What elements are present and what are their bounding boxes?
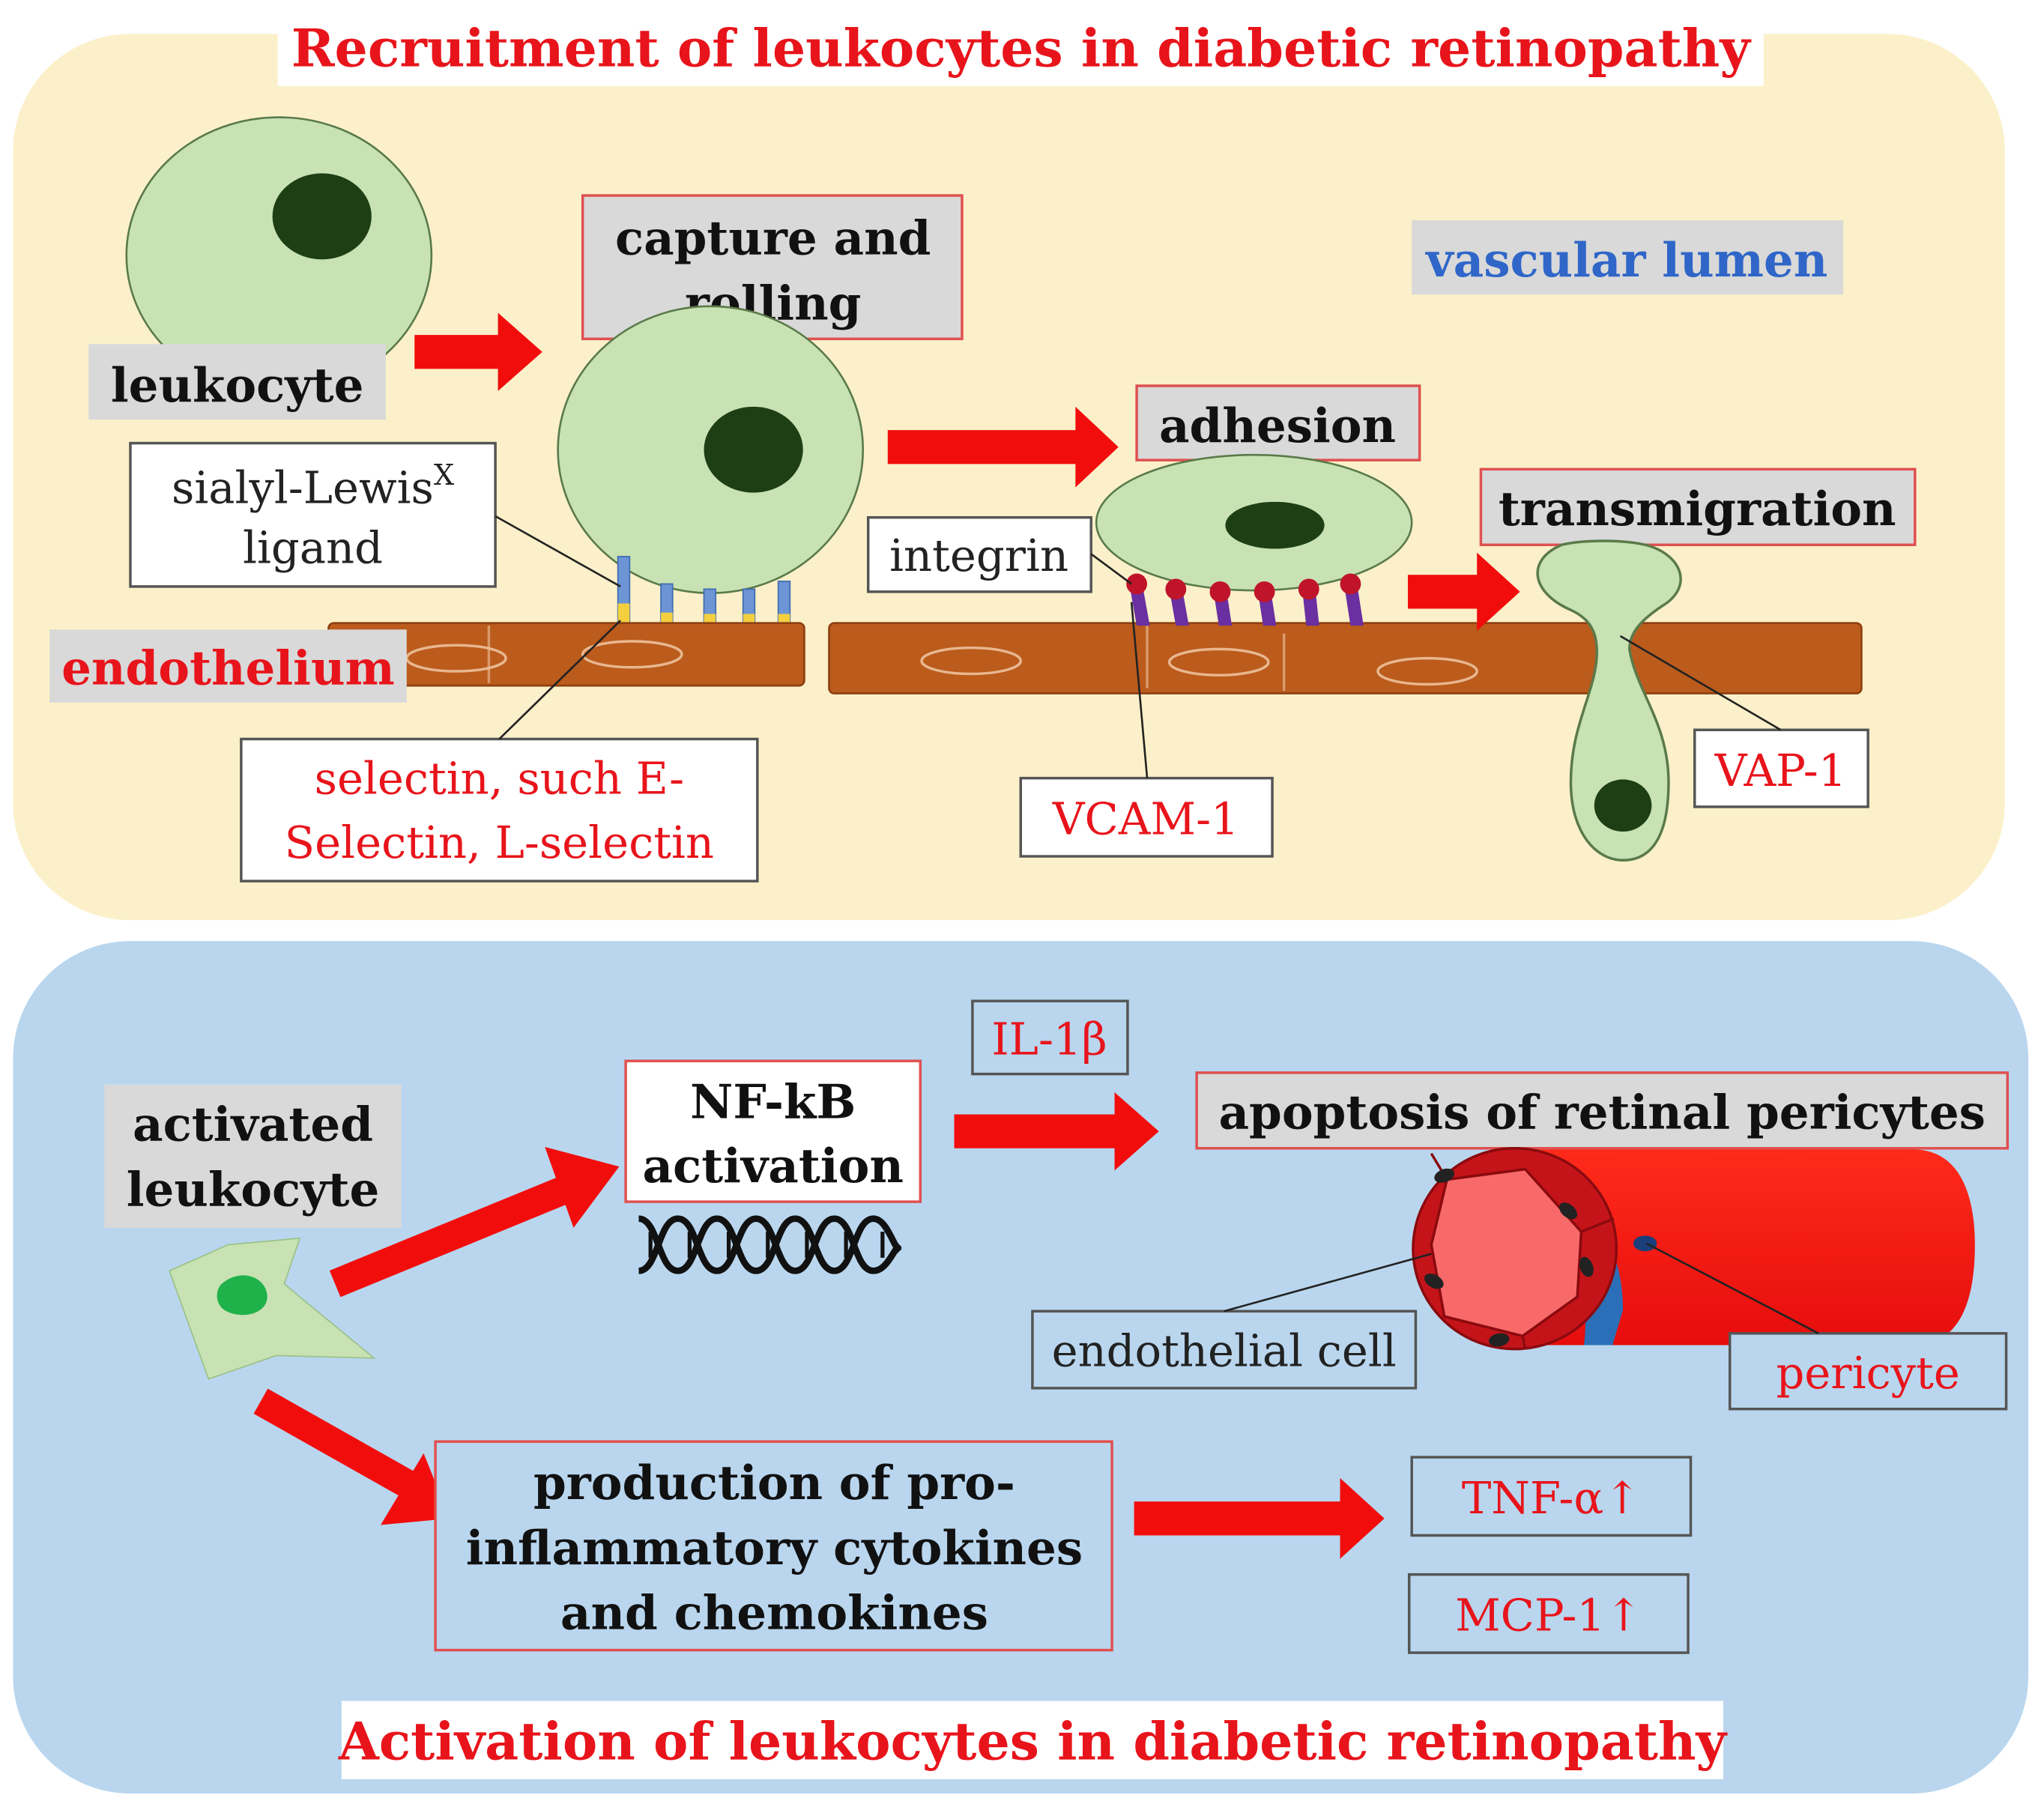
- nfkb-line1: NF-kB: [690, 1074, 856, 1130]
- adhesion-label: adhesion: [1159, 398, 1396, 453]
- selectin-box: [240, 737, 759, 883]
- tnf-label: TNF-α↑: [1462, 1472, 1641, 1524]
- leukocyte-nucleus: [272, 173, 372, 260]
- selectin-line2: Selectin, L-selectin: [285, 817, 714, 868]
- arrow-to-transmigration: [1407, 552, 1520, 632]
- vascular-lumen-label: vascular lumen: [1424, 232, 1827, 288]
- sialyl-lewis-box: [129, 441, 497, 588]
- production-line1: production of pro-: [533, 1455, 1015, 1510]
- vcam-box: [1019, 776, 1274, 858]
- vap-pointer: [1619, 635, 1782, 731]
- mcp-box: [1407, 1573, 1690, 1654]
- endothelium-label: endothelium: [61, 640, 395, 695]
- top-panel: Recruitment of leukocytes in diabetic re…: [13, 7, 2005, 921]
- vascular-lumen-box: [1412, 220, 1844, 295]
- rolling-leukocyte-nucleus: [704, 406, 803, 493]
- ligand-label: ligand: [243, 522, 383, 574]
- endothelial-cell-box: [1031, 1310, 1418, 1390]
- capture-rolling-line1: capture and: [615, 210, 931, 265]
- selectin-line1: selectin, such E-: [315, 753, 684, 805]
- arrow-to-capture: [414, 312, 542, 391]
- activated-leukocyte-box: [104, 1084, 402, 1228]
- arrow-to-apoptosis: [954, 1092, 1159, 1171]
- endothelial-cell-label: endothelial cell: [1052, 1325, 1397, 1376]
- pericyte-label: pericyte: [1776, 1347, 1959, 1399]
- production-line3: and chemokines: [560, 1585, 988, 1641]
- endothelium-strip-right: [828, 622, 1863, 694]
- transmigrating-leukocyte: [1536, 539, 1682, 862]
- leukocyte-label: leukocyte: [111, 357, 364, 413]
- vcam-pointer: [1130, 602, 1149, 778]
- mcp-label: MCP-1↑: [1455, 1589, 1642, 1641]
- activated-leukocyte-line1: activated: [133, 1096, 373, 1151]
- tnf-box: [1410, 1456, 1693, 1537]
- endothelial-cell-pointer: [1224, 1253, 1432, 1313]
- capture-rolling-box: [581, 194, 964, 341]
- bottom-title-box: [341, 1701, 1724, 1779]
- leukocyte-label-box: [88, 344, 386, 420]
- arrow-to-cytokines: [1134, 1477, 1385, 1559]
- il1b-box: [971, 999, 1129, 1076]
- top-panel-title: Recruitment of leukocytes in diabetic re…: [291, 19, 1753, 79]
- endothelium-label-box: [49, 629, 407, 703]
- integrin-vcam-bonds: [1126, 573, 1364, 626]
- transmigrating-nucleus: [1594, 779, 1652, 832]
- pericyte-box: [1728, 1332, 2008, 1411]
- pericyte-pointer: [1645, 1242, 1819, 1334]
- arrow-to-production: [253, 1388, 450, 1525]
- integrin-pointer: [1090, 553, 1132, 585]
- sialyl-lewis-pointer: [495, 515, 621, 588]
- top-title-box: [277, 7, 1764, 86]
- sialyl-lewis-label: sialyl-LewisX: [172, 458, 455, 513]
- nfkb-line2: activation: [642, 1138, 903, 1193]
- integrin-label: integrin: [889, 530, 1068, 581]
- vcam-label: VCAM-1: [1052, 793, 1239, 844]
- transmigration-label: transmigration: [1499, 481, 1896, 536]
- adhering-leukocyte-nucleus: [1225, 501, 1325, 549]
- adhesion-box: [1135, 384, 1421, 461]
- blood-vessel-illustration: [1412, 1147, 1975, 1351]
- activated-leukocyte-cell: [169, 1237, 376, 1380]
- endothelium-strip-left: [327, 622, 805, 687]
- activated-leukocyte-line2: leukocyte: [127, 1161, 380, 1217]
- production-box: [434, 1440, 1113, 1652]
- sialyl-lewis-text: sialyl-Lewis: [172, 462, 434, 514]
- vap-label: VAP-1: [1714, 745, 1847, 796]
- bottom-panel: Activation of leukocytes in diabetic ret…: [13, 941, 2029, 1794]
- dna-icon: [638, 1215, 902, 1274]
- arrow-to-nfkb: [329, 1147, 620, 1298]
- activated-leukocyte-nucleus: [217, 1275, 267, 1316]
- sialyl-lewis-superscript: X: [434, 458, 455, 492]
- il1b-label: IL-1β: [991, 1013, 1107, 1065]
- vap-box: [1693, 728, 1869, 808]
- selectin-pointer: [498, 620, 622, 740]
- apoptosis-label: apoptosis of retinal pericytes: [1218, 1085, 1985, 1140]
- production-line2: inflammatory cytokines: [466, 1520, 1083, 1576]
- nfkb-box: [624, 1059, 922, 1203]
- arrow-to-adhesion: [887, 406, 1119, 488]
- transmigration-box: [1479, 467, 1917, 546]
- integrin-box: [866, 515, 1092, 593]
- bottom-panel-title: Activation of leukocytes in diabetic ret…: [338, 1712, 1729, 1773]
- apoptosis-box: [1195, 1071, 2010, 1150]
